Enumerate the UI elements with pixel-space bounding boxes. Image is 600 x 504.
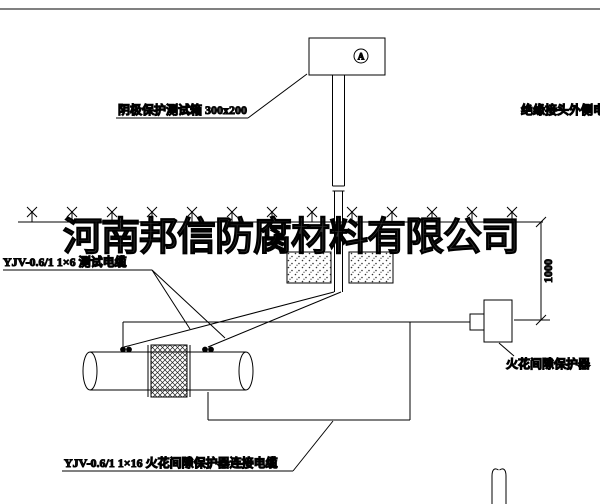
test-cable-1: [123, 291, 335, 348]
test-box: [308, 37, 386, 76]
pipe-end-left: [82, 351, 98, 391]
pipeline-group: [82, 344, 254, 398]
protector-body: [483, 299, 513, 343]
cable-weld-dot: [202, 346, 208, 353]
insulating-joint-hatch: [150, 344, 188, 398]
labels-group: 阴极保护测试箱 300x200 绝缘接头外侧电缆 YJV-0.6/1 1×6 测…: [3, 73, 600, 472]
test-post-group: [332, 75, 345, 292]
watermark-text: 河南邦信防腐材料有限公司: [63, 216, 519, 259]
protector-plug: [469, 313, 485, 331]
grade-mark: [26, 206, 38, 223]
cable-weld-dot: [120, 346, 126, 353]
test-cable-leader-1: [151, 269, 191, 330]
riser-symbol: [491, 468, 507, 504]
test-cable-label: YJV-0.6/1 1×6 测试电缆: [3, 254, 127, 269]
test-box-group: A: [308, 37, 386, 76]
spark-gap-label: 火花间隙保护器: [506, 356, 591, 371]
pipe-end-right: [238, 351, 254, 391]
insulated-joint-cable-label: 绝缘接头外侧电缆: [521, 102, 600, 117]
dimension-text: 1000: [541, 259, 555, 283]
spark-gap-leader: [498, 342, 515, 357]
cable-weld-dot: [208, 346, 214, 353]
spark-gap-protector-group: [469, 299, 513, 343]
foundation-block-right: [348, 251, 394, 284]
dimension-group: 1000: [514, 216, 556, 326]
spark-gap-cable-label: YJV-0.6/1 1×16 火花间隙保护器连接电缆: [64, 455, 278, 470]
cables-group: [122, 291, 470, 421]
test-cable-2: [207, 291, 342, 348]
foundation-blocks: [286, 251, 394, 284]
riser-left: [491, 468, 499, 504]
dim-tick-bottom: [535, 314, 547, 326]
test-box-terminal-letter: A: [358, 52, 365, 62]
test-box-terminal-circle: [353, 48, 369, 64]
spark-gap-cable-leader: [292, 420, 334, 472]
riser-right: [499, 468, 507, 504]
dim-tick-top: [535, 216, 547, 228]
foundation-block-left: [286, 251, 332, 284]
ground-line-group: [18, 206, 543, 223]
test-box-label: 阴极保护测试箱 300x200: [118, 102, 247, 117]
test-cable-leader-2: [151, 269, 226, 339]
test-box-leader: [247, 73, 308, 119]
cable-weld-dot: [126, 346, 132, 353]
